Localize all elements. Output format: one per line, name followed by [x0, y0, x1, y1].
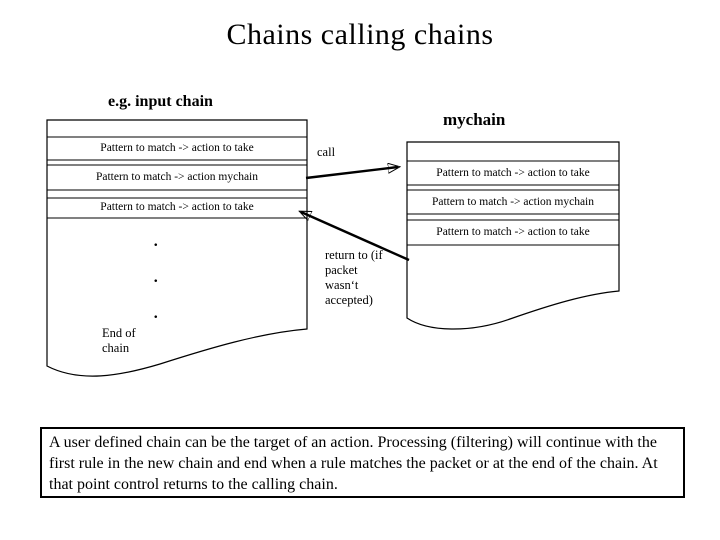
- input-chain-row-dividers: [47, 136, 307, 219]
- ellipsis-dot: .: [153, 298, 159, 323]
- slide-title: Chains calling chains: [226, 18, 494, 51]
- mychain-box-outline: [406, 141, 620, 330]
- ellipsis-dot: .: [153, 262, 159, 287]
- call-arrow: [305, 167, 398, 180]
- return-arrow-label: return to (if packet wasn‘t accepted): [325, 248, 383, 307]
- end-of-chain-label: End of chain: [102, 326, 136, 355]
- input-chain-label: e.g. input chain: [108, 93, 213, 110]
- mychain-row-2: Pattern to match -> action mychain: [431, 196, 594, 208]
- input-chain-box-outline: [46, 119, 308, 377]
- mychain-row-3: Pattern to match -> action to take: [436, 226, 590, 238]
- call-arrow-label: call: [317, 145, 336, 159]
- input-chain-row-2: Pattern to match -> action mychain: [95, 171, 258, 183]
- input-chain-row-3: Pattern to match -> action to take: [100, 201, 254, 213]
- input-chain-row-1: Pattern to match -> action to take: [100, 142, 254, 154]
- footer-text: A user defined chain can be the target o…: [49, 434, 658, 493]
- ellipsis-dot: .: [153, 226, 159, 251]
- mychain-row-1: Pattern to match -> action to take: [436, 167, 590, 179]
- footer-text-box: A user defined chain can be the target o…: [40, 427, 685, 498]
- return-arrow: [301, 212, 410, 262]
- mychain-row-dividers: [407, 160, 619, 246]
- mychain-label: mychain: [443, 110, 506, 129]
